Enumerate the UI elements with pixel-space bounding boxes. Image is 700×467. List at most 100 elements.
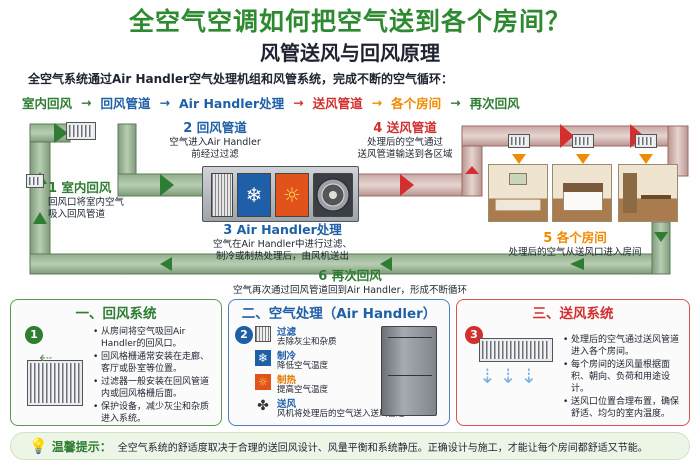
- flow-step-supply-duct: 送风管道: [312, 95, 363, 111]
- supply-grille-2: [572, 134, 594, 148]
- step-3-number: 3: [223, 223, 233, 238]
- air-handler-unit: ❄ ☼: [202, 166, 359, 222]
- list-item: 过滤器一般安装在回风管道内或回风格栅后面。: [93, 376, 217, 400]
- fan-icon: [313, 173, 353, 217]
- panel-process-title: 二、空气处理（Air Handler）: [241, 306, 437, 322]
- arrow-right-icon: →: [293, 94, 304, 110]
- process-item-name: 制热: [277, 375, 297, 386]
- step-2-title: 回风管道: [196, 120, 247, 135]
- return-grille-room: [26, 174, 44, 188]
- list-item: 每个房间的送风量根据面积、朝向、负荷和用途设计。: [563, 359, 687, 395]
- lightbulb-icon: 💡: [29, 437, 48, 455]
- list-item: 从房间将空气吸回Air Handler的回风口。: [93, 326, 217, 350]
- list-item: 送风口位置合理布置，确保舒适、均匀的室内温度。: [563, 396, 687, 420]
- sun-icon: ☼: [275, 173, 309, 217]
- flow-step-recirculate: 再次回风: [469, 95, 520, 111]
- return-grille-icon: [27, 360, 83, 406]
- step-4-desc: 处理后的空气通过 送风管道输送到各区域: [357, 137, 453, 160]
- supply-grille-3: [635, 134, 657, 148]
- process-item-desc: 提高空气温度: [277, 385, 329, 395]
- process-item-desc: 降低空气温度: [277, 361, 329, 371]
- return-duct-left: [29, 123, 51, 275]
- page-title: 全空气空调如何把空气送到各个房间？: [128, 7, 571, 36]
- step-1-number: 1: [48, 181, 58, 196]
- flow-step-air-handler: Air Handler处理: [179, 95, 285, 111]
- flow-step-rooms: 各个房间: [391, 95, 442, 111]
- panel-air-processing: 二、空气处理（Air Handler） 2 过滤 去除灰尘和杂质 ❄ 制冷 降低…: [228, 299, 450, 426]
- air-handler-cabinet: [381, 326, 437, 416]
- return-grille-top: [66, 122, 96, 140]
- panel-supply-badge: 3: [465, 326, 483, 344]
- step-5-label: 5 各个房间 处理后的空气从送风口进入房间: [490, 230, 660, 259]
- list-item: 处理后的空气通过送风管道进入各个房间。: [563, 334, 687, 358]
- filter-icon: [255, 326, 271, 342]
- room-supply-arrows: [512, 154, 653, 164]
- panel-process-badge: 2: [235, 326, 253, 344]
- process-item-name: 送风: [277, 399, 297, 410]
- panel-return-title: 一、回风系统: [75, 306, 157, 322]
- tip-text: 全空气系统的舒适度取决于合理的送回风设计、风量平衡和系统静压。正确设计与施工，才…: [117, 442, 648, 454]
- snowflake-icon: ❄: [237, 173, 271, 217]
- snowflake-icon: ❄: [255, 350, 271, 366]
- step-6-label: 6 再次回风 空气再次通过回风管道回到Air Handler，形成不断循环: [200, 268, 500, 297]
- step-4-label: 4 送风管道 处理后的空气通过 送风管道输送到各区域: [345, 120, 465, 161]
- airflow-diagram: ❄ ☼ 1 室内回风 回风口将室内空气 吸入回风管道 2 回风管道 空气进入Ai…: [0, 112, 700, 300]
- panel-return-badge: 1: [25, 326, 43, 344]
- supply-duct-right: [667, 125, 689, 177]
- step-5-desc: 处理后的空气从送风口进入房间: [508, 247, 642, 258]
- arrow-right-icon: →: [159, 94, 170, 110]
- panel-supply-system: 三、送风系统 3 ⇣⇣⇣ 处理后的空气通过送风管道进入各个房间。 每个房间的送风…: [456, 299, 690, 426]
- step-3-desc: 空气在Air Handler中进行过滤、 制冷或制热处理后，由风机送出: [213, 239, 352, 262]
- flow-step-return-duct: 回风管道: [100, 95, 151, 111]
- room-living: [488, 164, 548, 222]
- bed-icon: [563, 191, 603, 211]
- room-bedroom: [552, 164, 612, 222]
- process-item-desc: 风机将处理后的空气送入送风管道: [277, 409, 405, 419]
- process-item-desc: 去除灰尘和杂质: [277, 337, 337, 347]
- step-2-desc: 空气进入Air Handler 前经过过滤: [169, 137, 261, 160]
- arrow-right-icon: →: [81, 94, 92, 110]
- page-subtitle: 风管送风与回风原理: [260, 41, 440, 65]
- panel-supply-title: 三、送风系统: [532, 306, 614, 322]
- duct-loop: [29, 123, 689, 275]
- arrow-right-icon: →: [371, 94, 383, 110]
- list-item: 回风格栅通常安装在走廊、客厅或卧室等位置。: [93, 351, 217, 375]
- fan-icon: ✤: [257, 398, 269, 414]
- step-4-number: 4: [373, 121, 383, 136]
- flow-sequence: 室内回风 → 回风管道 → Air Handler处理 → 送风管道 → 各个房…: [22, 92, 682, 112]
- picture-icon: [509, 173, 527, 185]
- tip-label: 温馨提示：: [51, 439, 112, 454]
- tip-banner: 💡 温馨提示： 全空气系统的舒适度取决于合理的送回风设计、风量平衡和系统静压。正…: [10, 432, 690, 460]
- step-5-title: 各个房间: [556, 230, 607, 245]
- headboard-icon: [563, 183, 603, 192]
- step-1-label: 1 室内回风 回风口将室内空气 吸入回风管道: [48, 180, 158, 221]
- step-3-title: Air Handler处理: [236, 222, 342, 237]
- sofa-icon: [495, 199, 541, 211]
- step-6-number: 6: [318, 269, 328, 284]
- room-office: [618, 164, 678, 222]
- step-1-desc: 回风口将室内空气 吸入回风管道: [48, 197, 125, 220]
- air-discharge-icon: ⇣⇣⇣: [479, 364, 542, 388]
- step-6-desc: 空气再次通过回风管道回到Air Handler，形成不断循环: [233, 285, 467, 296]
- arrow-right-icon: →: [450, 94, 461, 110]
- process-item-name: 制冷: [277, 351, 297, 362]
- supply-grille-1: [508, 134, 530, 148]
- sun-icon: ☼: [255, 374, 271, 390]
- step-5-number: 5: [543, 231, 553, 246]
- panel-return-system: 一、回风系统 1 ⇠ 从房间将空气吸回Air Handler的回风口。 回风格栅…: [10, 299, 222, 426]
- step-6-title: 再次回风: [331, 268, 382, 283]
- supply-grille-icon: [479, 338, 553, 362]
- desk-icon: [641, 195, 671, 199]
- filter-icon: [211, 173, 233, 217]
- panel-return-list: 从房间将空气吸回Air Handler的回风口。 回风格栅通常安装在走廊、客厅或…: [93, 326, 217, 426]
- flow-step-return: 室内回风: [22, 95, 73, 111]
- shelf-icon: [623, 173, 637, 213]
- step-2-label: 2 回风管道 空气进入Air Handler 前经过过滤: [150, 120, 280, 161]
- process-item-name: 过滤: [277, 327, 297, 338]
- intake-arrow-icon: ⇠: [39, 348, 53, 367]
- intro-text: 全空气系统通过Air Handler空气处理机组和风管系统，完成不断的空气循环：: [28, 72, 453, 86]
- step-1-title: 室内回风: [61, 180, 112, 195]
- step-4-title: 送风管道: [386, 120, 437, 135]
- step-3-label: 3 Air Handler处理 空气在Air Handler中进行过滤、 制冷或…: [195, 222, 370, 263]
- step-2-number: 2: [183, 121, 193, 136]
